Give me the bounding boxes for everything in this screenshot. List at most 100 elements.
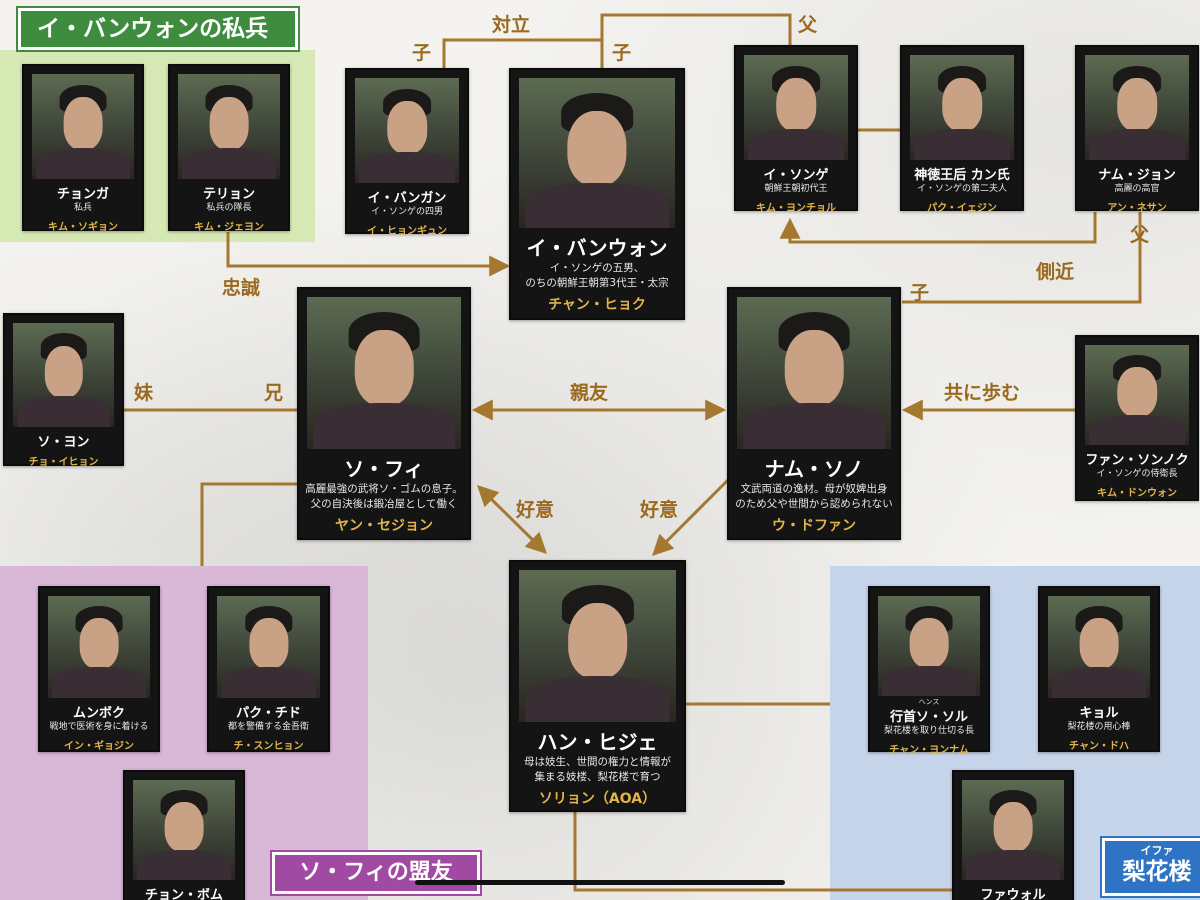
actor-name: キム・ヨンチョル [756,203,836,215]
portrait [1048,596,1150,698]
actor-name: イ・ヒョンギュン [367,226,447,238]
group-tag-ihwaru-name: 梨花楼 [1122,859,1192,885]
character-desc: イ・ソンゲの侍衛長 [1096,469,1178,479]
allies-link-line [200,482,298,566]
character-desc-line-1: 高麗最強の武将ソ・ゴムの息子。 [305,483,463,495]
affection-line-right [652,478,730,556]
character-name: イ・バンガン [367,191,447,206]
character-name: 神徳王后 カン氏 [914,168,1010,183]
portrait [519,78,675,228]
character-name: ファン・ソンノク [1085,453,1189,468]
portrait [217,596,320,698]
character-name: ソ・フィ [344,457,424,481]
portrait [133,780,235,880]
character-card-nam-sono[interactable]: ナム・ソノ 文武両道の逸材。母が奴婢出身 のため父や世間から認められない ウ・ド… [727,287,901,540]
character-card-so-hwi[interactable]: ソ・フィ 高麗最強の武将ソ・ゴムの息子。 父の自決後は鍛冶屋として働く ヤン・セ… [297,287,471,540]
group-tag-sohwi-allies: ソ・フィの盟友 [270,850,482,896]
character-desc-line-1: イ・ソンゲの五男、 [549,262,645,274]
character-card-yi-banggan[interactable]: イ・バンガン イ・ソンゲの四男 イ・ヒョンギュン [345,68,469,238]
character-card-haengsu-sol[interactable]: ヘンス 行首ソ・ソル 梨花楼を取り仕切る長 チャン・ヨンナム [868,586,990,756]
character-card-fawol[interactable]: ファウォル [952,770,1074,900]
portrait [307,297,461,449]
character-desc: 戦地で医術を身に着ける [49,722,149,732]
portrait [355,78,459,183]
character-desc-line-2: のちの朝鮮王朝第3代王・太宗 [525,277,669,290]
affection-line-left [477,485,547,554]
character-card-han-hije[interactable]: ハン・ヒジェ 母は妓生、世間の権力と情報が 集まる妓楼、梨花楼で育つ ソリョン（… [509,560,686,812]
character-desc-line-2: のため父や世間から認められない [735,498,893,511]
father-line-right [902,212,1142,304]
home-indicator[interactable] [415,880,785,885]
actor-name: ソリョン（AOA） [538,791,657,808]
actor-name: チ・スンヒョン [233,741,304,753]
character-name: チョン・ボム [144,888,223,900]
character-card-teryon[interactable]: テリョン 私兵の隊長 キム・ジェヨン [168,64,290,234]
actor-name: アン・ネサン [1107,203,1167,215]
character-name: キョル [1079,706,1119,721]
character-card-chonga[interactable]: チョンガ 私兵 キム・ソギョン [22,64,144,234]
label-loyalty: 忠誠 [222,277,261,299]
character-desc: 朝鮮王朝初代王 [764,184,828,194]
character-card-munbokku[interactable]: ムンボク 戦地で医術を身に着ける イン・ギョジン [38,586,160,752]
label-father-right: 父 [1130,224,1150,246]
portrait [910,55,1014,160]
actor-name: キム・ジェヨン [194,222,264,234]
group-tag-ihwaru-ruby: イファ [1140,844,1174,857]
portrait [178,74,280,179]
portrait [48,596,150,698]
label-affection-left: 好意 [516,499,555,521]
label-son-left: 子 [412,42,432,64]
label-best-friend: 親友 [570,382,609,404]
label-rivalry: 対立 [492,14,531,36]
label-father-top: 父 [798,14,818,36]
rivalry-line [442,38,604,68]
character-name: パク・チド [236,706,301,721]
character-name: テリョン [202,187,255,202]
character-name: 行首ソ・ソル [889,710,968,725]
character-card-hwang-sonnok[interactable]: ファン・ソンノク イ・ソンゲの侍衛長 キム・ドンウォン [1075,335,1199,501]
character-card-yi-bangwon[interactable]: イ・バンウォン イ・ソンゲの五男、 のちの朝鮮王朝第3代王・太宗 チャン・ヒョク [509,68,685,320]
actor-name: チャン・ドハ [1069,741,1129,753]
character-card-nam-jon[interactable]: ナム・ジョン 高麗の高官 アン・ネサン [1075,45,1199,215]
character-desc-line-2: 父の自決後は鍛冶屋として働く [310,498,458,511]
character-desc: 私兵 [73,203,92,213]
label-affection-right: 好意 [640,499,679,521]
aide-line [779,212,1097,244]
actor-name: キム・ドンウォン [1097,488,1177,500]
character-desc: イ・ソンゲの第二夫人 [916,184,1007,194]
character-desc: 高麗の高官 [1114,184,1160,194]
character-card-kyoru[interactable]: キョル 梨花楼の用心棒 チャン・ドハ [1038,586,1160,752]
portrait [13,323,114,427]
group-tag-ihwaru: イファ 梨花楼 [1100,836,1200,898]
portrait [744,55,848,160]
character-name: ムンボク [72,706,125,721]
father-line-top [600,13,792,45]
character-name: ファウォル [980,888,1046,900]
character-desc-line-2: 集まる妓楼、梨花楼で育つ [534,771,661,784]
character-name: ソ・ヨン [37,435,90,450]
label-walk-together: 共に歩む [944,382,1021,404]
character-card-paku-chido[interactable]: パク・チド 都を警備する金吾衛 チ・スンヒョン [207,586,330,752]
label-aide: 側近 [1036,261,1075,283]
actor-name: キム・ソギョン [48,222,118,234]
portrait [1085,55,1189,160]
character-name: ハン・ヒジェ [537,730,658,754]
character-desc: 梨花楼の用心棒 [1067,722,1131,732]
character-desc: イ・ソンゲの四男 [370,207,443,217]
character-card-chon-bomu[interactable]: チョン・ボム [123,770,245,900]
label-older-brother: 兄 [264,382,284,404]
fawol-link-line [573,812,960,892]
character-card-yi-songe[interactable]: イ・ソンゲ 朝鮮王朝初代王 キム・ヨンチョル [734,45,858,215]
portrait [1085,345,1189,445]
label-son-right: 子 [612,42,632,64]
character-name: イ・バンウォン [526,236,668,260]
portrait [962,780,1064,880]
character-name: ナム・ソノ [764,457,864,481]
character-card-queen-kang[interactable]: 神徳王后 カン氏 イ・ソンゲの第二夫人 パク・イェジン [900,45,1024,214]
character-name: ナム・ジョン [1098,168,1176,183]
character-name: イ・ソンゲ [763,168,829,183]
character-card-so-yon[interactable]: ソ・ヨン チョ・イヒョン [3,313,124,468]
character-name-ruby: ヘンス [918,698,940,706]
actor-name: ウ・ドファン [772,518,856,535]
group-tag-yi-bangwon-soldiers: イ・バンウォンの私兵 [16,6,300,52]
